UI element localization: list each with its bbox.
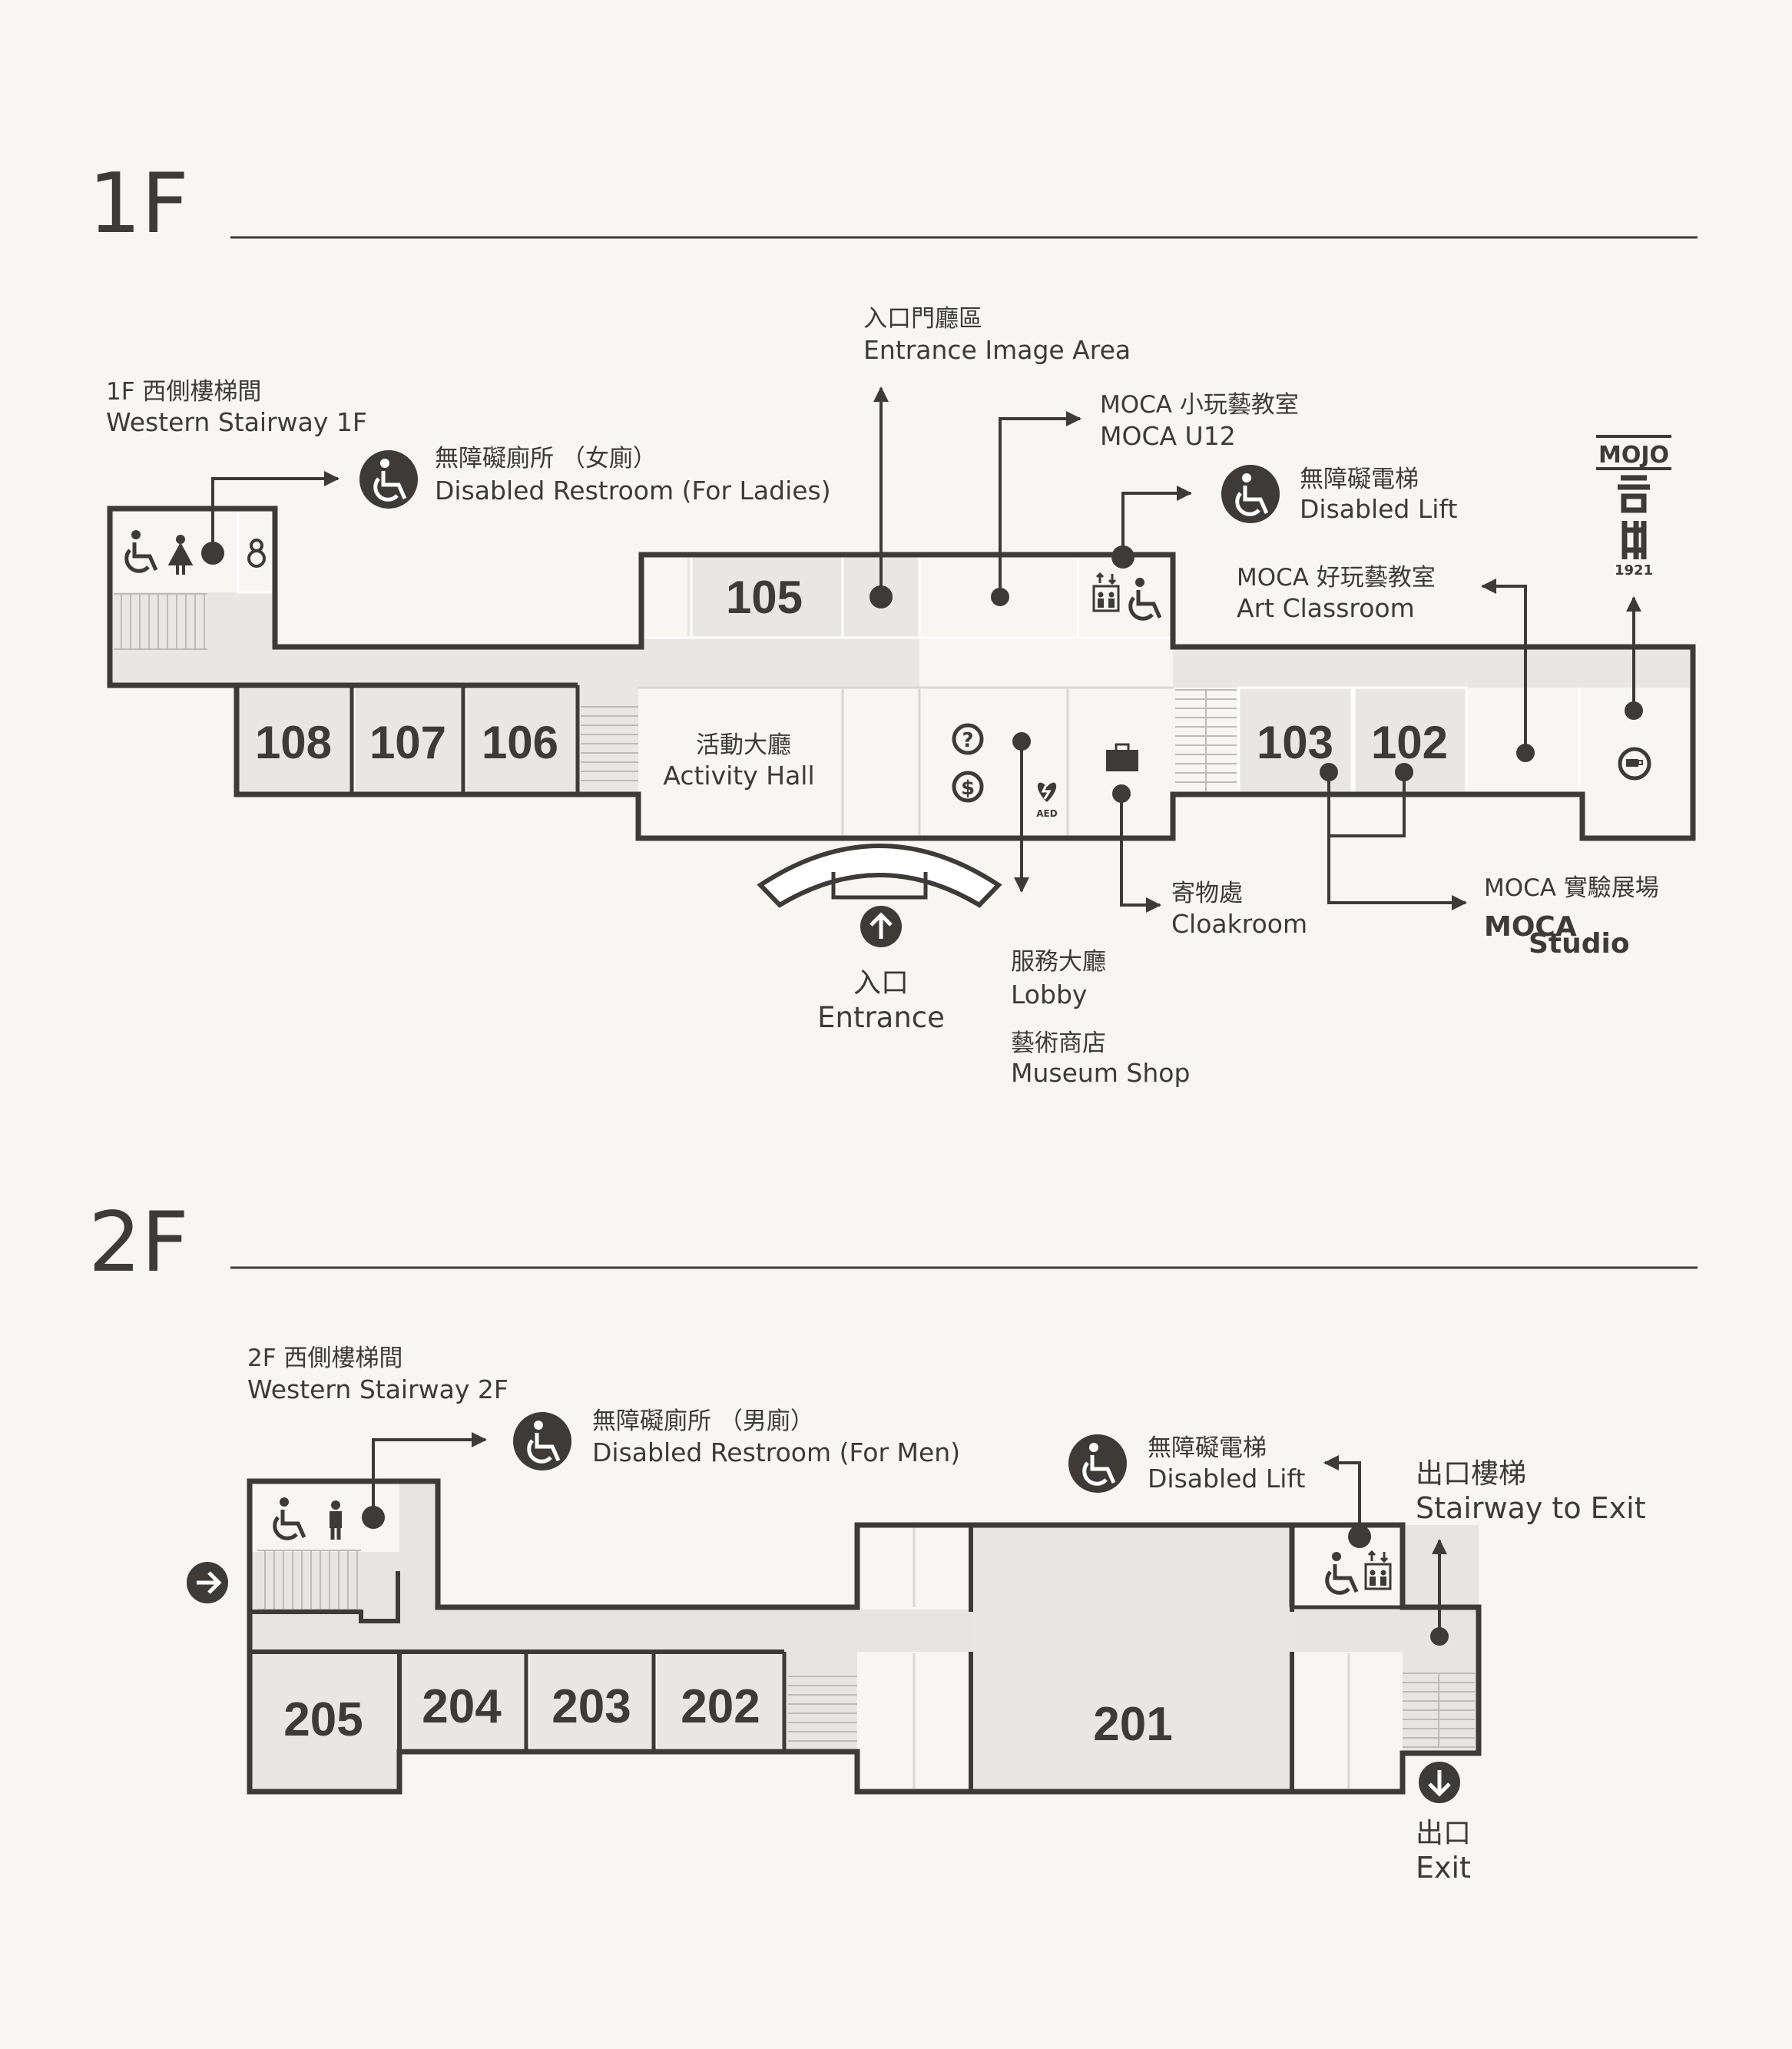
- entrance-en: Entrance: [817, 1001, 945, 1034]
- stair-2f-en: Western Stairway 2F: [247, 1374, 508, 1404]
- cafe-icon: [1618, 747, 1651, 781]
- shop-zh: 藝術商店: [1011, 1029, 1106, 1057]
- svg-text:MOJO: MOJO: [1598, 442, 1669, 469]
- room-107-label: 107: [369, 717, 446, 768]
- luggage-icon: [1106, 743, 1138, 771]
- u12-zh: MOCA 小玩藝教室: [1100, 391, 1299, 419]
- exit-west-icon: [187, 1562, 228, 1603]
- entrance-canopy: [757, 844, 1002, 908]
- lift-1f-zh: 無障礙電梯: [1300, 466, 1419, 493]
- room-203-label: 203: [552, 1680, 631, 1733]
- room-105-label: 105: [726, 572, 803, 623]
- restroom-men-zh: 無障礙廁所 （男廁）: [592, 1407, 814, 1435]
- room-103-label: 103: [1257, 717, 1333, 768]
- restroom-men-en: Disabled Restroom (For Men): [592, 1437, 960, 1467]
- svg-text:1921: 1921: [1615, 562, 1653, 579]
- exit-stair-en: Stairway to Exit: [1416, 1491, 1646, 1525]
- cloakroom-zh: 寄物處: [1171, 880, 1243, 907]
- entrance-area-zh: 入口門廳區: [863, 305, 982, 333]
- svg-text:?: ?: [962, 729, 973, 752]
- exit-en: Exit: [1416, 1851, 1471, 1885]
- aed-icon: AED: [1036, 781, 1058, 819]
- mojo-logo: MOJO 1921: [1596, 435, 1671, 579]
- floor-1-title: 1F: [88, 156, 189, 252]
- floor-1-walls: [107, 506, 1696, 841]
- svg-text:$: $: [961, 777, 975, 800]
- aed-label: AED: [1036, 808, 1057, 819]
- lift-1f-en: Disabled Lift: [1300, 494, 1457, 524]
- lobby-en: Lobby: [1011, 980, 1087, 1010]
- room-205[interactable]: [252, 1653, 395, 1792]
- floor-2-title: 2F: [88, 1195, 189, 1291]
- art-classroom-zh: MOCA 好玩藝教室: [1237, 564, 1436, 592]
- info-icon: ?: [952, 723, 984, 755]
- studio-zh: MOCA 實驗展場: [1484, 874, 1659, 902]
- room-107[interactable]: [353, 686, 465, 796]
- exit-down-icon: [1419, 1762, 1460, 1803]
- stair-1f-en: Western Stairway 1F: [106, 407, 367, 437]
- stair-1f-zh: 1F 西側樓梯間: [106, 378, 261, 406]
- entrance-up-icon: [860, 906, 902, 947]
- man-icon: [330, 1500, 342, 1540]
- moca-studio-logo: MOCA Studio: [1484, 911, 1630, 960]
- svg-text:Studio: Studio: [1529, 928, 1630, 960]
- art-classroom-en: Art Classroom: [1237, 593, 1415, 623]
- activity-hall-zh: 活動大廳: [696, 731, 791, 759]
- currency-icon: $: [952, 771, 984, 803]
- woman-icon: [167, 535, 194, 575]
- restroom-ladies-en: Disabled Restroom (For Ladies): [435, 476, 831, 506]
- room-204-label: 204: [422, 1680, 502, 1733]
- exit-stair-zh: 出口樓梯: [1416, 1458, 1526, 1490]
- baby-change-icon: [247, 539, 266, 568]
- entrance-area-en: Entrance Image Area: [863, 335, 1131, 365]
- room-201-label: 201: [1093, 1698, 1172, 1751]
- room-201[interactable]: [971, 1525, 1292, 1790]
- exit-zh: 出口: [1416, 1818, 1471, 1849]
- lift-2f-en: Disabled Lift: [1148, 1464, 1305, 1494]
- room-103[interactable]: [1237, 686, 1353, 796]
- room-102-label: 102: [1371, 717, 1448, 768]
- room-108-label: 108: [255, 717, 332, 768]
- shop-en: Museum Shop: [1011, 1058, 1190, 1088]
- entrance-zh: 入口: [853, 967, 909, 999]
- u12-en: MOCA U12: [1100, 421, 1236, 451]
- lobby-zh: 服務大廳: [1011, 948, 1106, 976]
- cloakroom-en: Cloakroom: [1171, 909, 1307, 939]
- room-202-label: 202: [681, 1680, 760, 1733]
- svg-text:MOCA: MOCA: [1484, 911, 1577, 943]
- lift-2f-zh: 無障礙電梯: [1148, 1434, 1267, 1462]
- activity-hall-en: Activity Hall: [663, 761, 814, 791]
- room-203[interactable]: [527, 1652, 655, 1751]
- room-106-label: 106: [482, 717, 558, 768]
- stair-2f-zh: 2F 西側樓梯間: [247, 1344, 402, 1372]
- room-205-label: 205: [283, 1693, 363, 1746]
- restroom-ladies-zh: 無障礙廁所 （女廁）: [435, 445, 657, 472]
